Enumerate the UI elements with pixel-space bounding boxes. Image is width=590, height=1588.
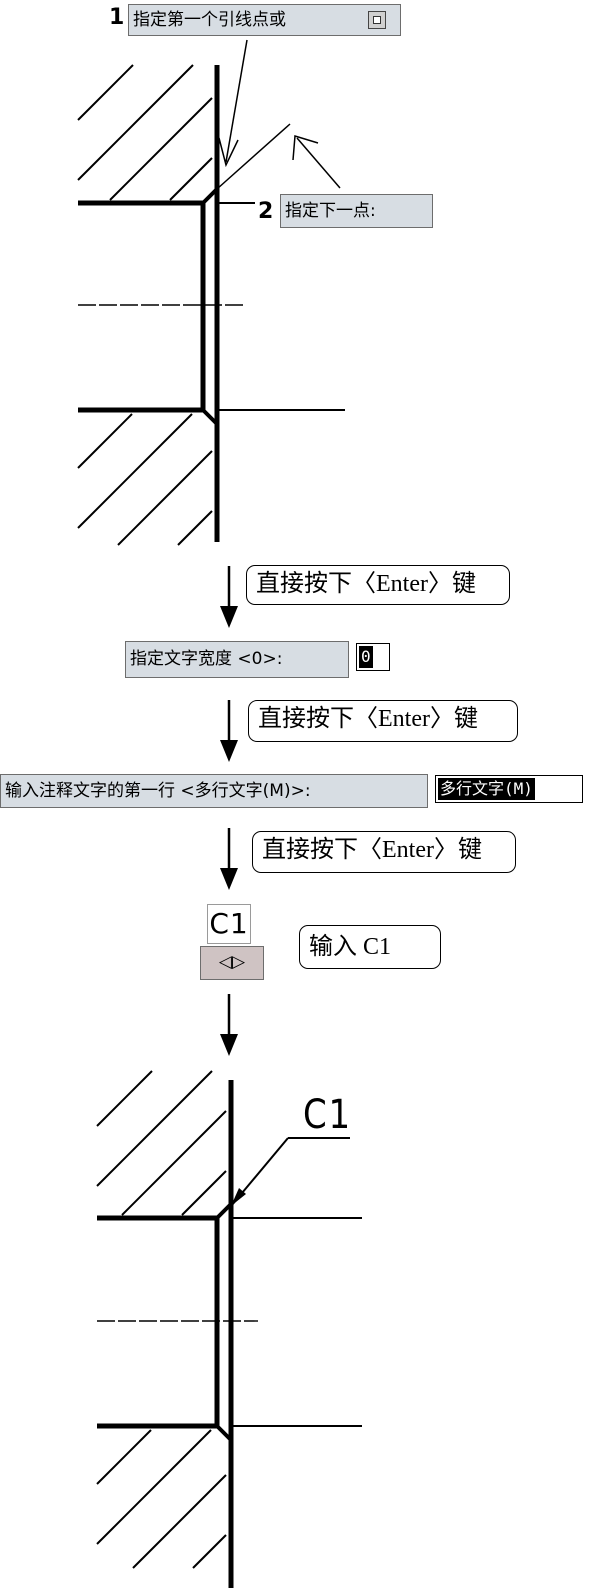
first-line-text-prompt: 输入注释文字的第一行 <多行文字(M)>: — [0, 774, 428, 808]
mtext-editor[interactable]: C1 — [207, 904, 251, 944]
down-arrow-icon — [220, 994, 238, 1056]
text-width-input[interactable]: 0 — [356, 643, 390, 671]
instruction-press-enter-2: 直接按下〈Enter〉键 — [248, 700, 518, 742]
first-leader-point-text: 指定第一个引线点或 — [133, 10, 286, 30]
top-drawing — [77, 39, 345, 546]
multiline-text-option[interactable]: 多行文字(M) — [435, 775, 583, 803]
text-width-value: 0 — [359, 646, 373, 668]
step-number-1: 1 — [109, 5, 125, 30]
multiline-text-value: 多行文字(M) — [438, 778, 535, 800]
down-arrow-icon — [220, 828, 238, 890]
leader-arrow-icon — [218, 39, 341, 189]
dropdown-icon[interactable] — [368, 11, 386, 29]
mtext-grip-icon[interactable]: ◁▷ — [200, 946, 264, 980]
next-point-prompt[interactable]: 指定下一点: — [280, 194, 433, 228]
down-arrow-icon — [220, 700, 238, 762]
step-number-2: 2 — [258, 199, 274, 224]
result-annotation-c1: C1 — [303, 1092, 352, 1138]
instruction-press-enter-3: 直接按下〈Enter〉键 — [252, 831, 516, 873]
result-drawing — [96, 1070, 362, 1588]
first-leader-point-prompt[interactable]: 指定第一个引线点或 — [128, 4, 401, 36]
text-width-prompt: 指定文字宽度 <0>: — [125, 641, 349, 678]
instruction-type-c1: 输入 C1 — [299, 925, 441, 969]
instruction-press-enter-1: 直接按下〈Enter〉键 — [246, 565, 510, 605]
down-arrow-icon — [220, 566, 238, 628]
